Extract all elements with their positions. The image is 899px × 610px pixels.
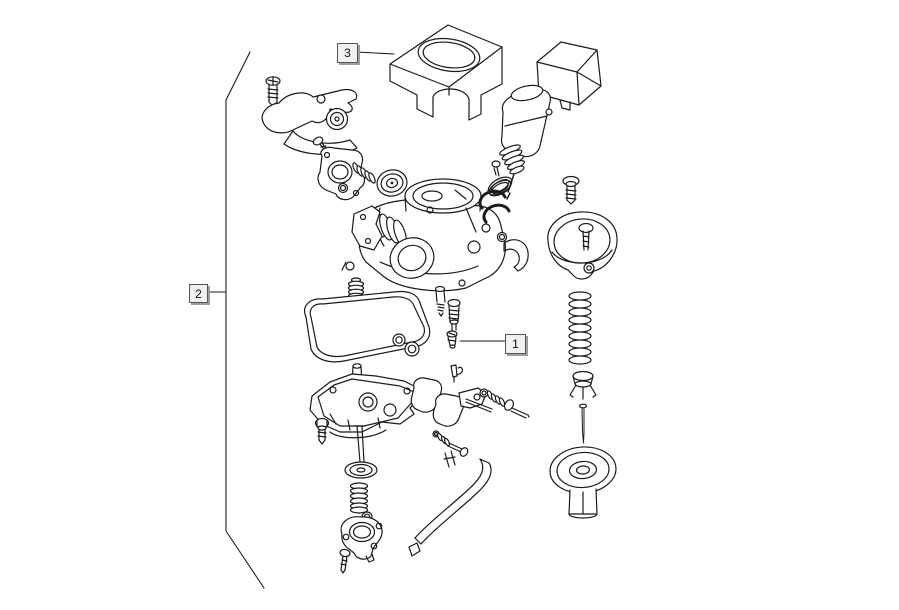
slide-spring bbox=[568, 291, 592, 365]
choke-plunger bbox=[499, 144, 526, 200]
callout-2[interactable]: 2 bbox=[189, 284, 208, 303]
bottom-screw bbox=[339, 548, 351, 574]
lever-screw bbox=[265, 76, 281, 107]
needle-seat bbox=[569, 370, 597, 400]
main-jet bbox=[446, 330, 458, 349]
intake-boot bbox=[372, 210, 435, 279]
float-valve bbox=[450, 364, 464, 383]
auto-choke-unit bbox=[500, 84, 553, 158]
auto-choke-cover bbox=[536, 41, 602, 111]
callout-1-label: 1 bbox=[512, 337, 519, 351]
float bbox=[410, 377, 465, 427]
callout-3-label: 3 bbox=[344, 46, 351, 60]
jet-needle bbox=[578, 403, 588, 444]
pump-cover bbox=[317, 146, 366, 201]
throttle-clips bbox=[478, 189, 511, 243]
pump-plunger bbox=[344, 425, 378, 479]
callout-2-label: 2 bbox=[195, 286, 202, 301]
bowl-bottom-cover bbox=[340, 516, 383, 563]
pilot-screw bbox=[432, 430, 469, 457]
needle-jet bbox=[447, 298, 461, 331]
group-bracket bbox=[225, 51, 265, 589]
fuel-elbow bbox=[503, 239, 529, 272]
vacuum-slide bbox=[549, 446, 617, 519]
pilot-jet bbox=[434, 285, 446, 317]
choke-screw bbox=[491, 160, 501, 177]
float-arm bbox=[458, 387, 487, 409]
bowl-gasket bbox=[304, 290, 431, 363]
plunger-spring bbox=[349, 482, 369, 514]
callout-3[interactable]: 3 bbox=[337, 43, 358, 63]
float-pin bbox=[465, 398, 493, 413]
mounting-bracket bbox=[351, 205, 383, 251]
pump-spring bbox=[352, 162, 376, 184]
drain-bolt bbox=[314, 417, 330, 445]
leader-3 bbox=[355, 51, 395, 55]
callout-1[interactable]: 1 bbox=[505, 334, 526, 354]
throttle-stop-screw bbox=[479, 388, 530, 419]
hose-clamp bbox=[443, 450, 456, 468]
callout-leader-lines bbox=[205, 51, 506, 342]
carburetor-top-cover bbox=[389, 24, 503, 121]
chamber-screw bbox=[562, 175, 580, 205]
pump-diaphragm bbox=[376, 169, 408, 197]
vacuum-chamber-cover bbox=[547, 211, 618, 280]
drain-hose bbox=[408, 458, 492, 557]
float-bowl bbox=[309, 373, 421, 439]
